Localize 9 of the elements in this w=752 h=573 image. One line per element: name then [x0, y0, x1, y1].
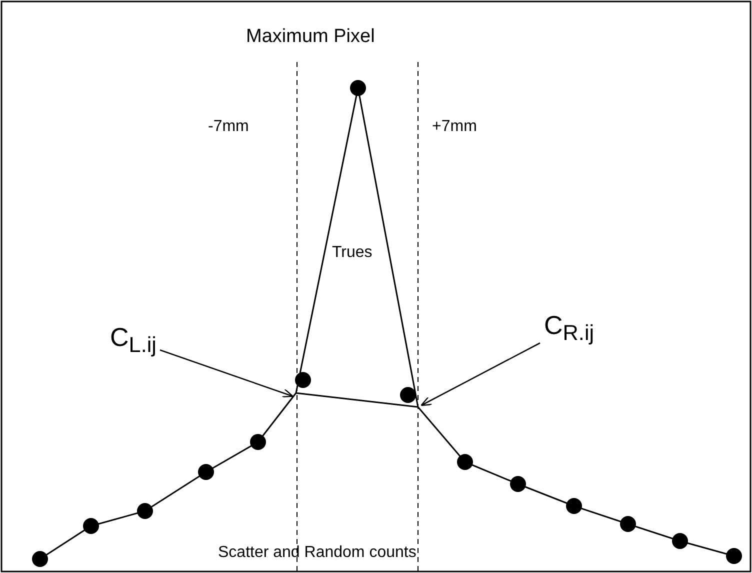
text-label: Maximum Pixel	[246, 26, 375, 48]
text-label: -7mm	[208, 118, 249, 136]
text-label: Trues	[332, 244, 372, 262]
leader-line	[420, 342, 540, 406]
callout-label: C$_{R.ij}$	[544, 310, 594, 346]
leader-line	[160, 349, 294, 398]
text-label: Scatter and Random counts	[218, 544, 416, 562]
callout-label: C$_{L.ij}$	[110, 322, 156, 358]
text-label: +7mm	[432, 118, 477, 136]
